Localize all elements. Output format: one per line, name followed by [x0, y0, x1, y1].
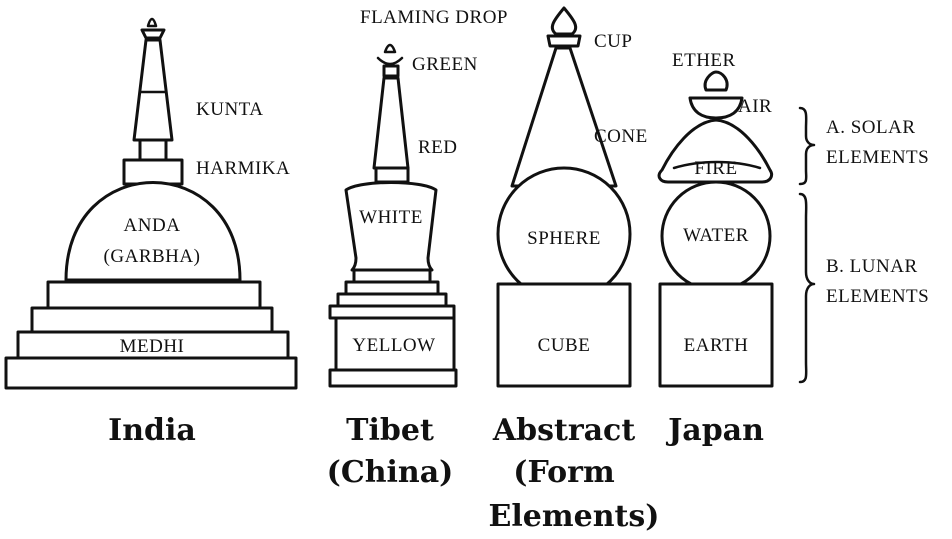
tibet-finial-base — [382, 64, 400, 78]
india-tier-4 — [4, 356, 298, 390]
tibet-label-green: GREEN — [412, 54, 478, 75]
tibet-caption-line2: (China) — [327, 455, 454, 490]
tibet-white-body — [344, 181, 438, 272]
abstract-cone-shape — [510, 46, 618, 188]
tibet-base-tier-3 — [336, 292, 448, 308]
india-anda-dome — [64, 181, 242, 282]
india-finial-flame — [146, 17, 158, 28]
tibet-base-tier-1 — [352, 268, 432, 284]
japan-air-bowl — [688, 96, 744, 120]
japan-label-fire: FIRE — [694, 158, 737, 179]
abstract-cup-shape — [546, 34, 582, 48]
india-harmika — [122, 158, 184, 186]
india-label-kunta: KUNTA — [196, 99, 263, 120]
abstract-label-sphere: SPHERE — [527, 228, 601, 249]
abstract-flaming-drop-shape — [550, 6, 578, 36]
japan-label-earth: EARTH — [684, 335, 749, 356]
lunar-brace — [798, 192, 816, 384]
tibet-base-tier-2 — [344, 280, 440, 296]
abstract-caption-line3: Elements) — [489, 499, 660, 534]
abstract-caption-line2: (Form — [513, 455, 615, 490]
india-kunta-spire — [132, 38, 174, 142]
abstract-stupa: FLAMING DROP CUP CONE SPHERE CUBE Abstra… — [360, 6, 660, 534]
japan-stupa: ETHER AIR FIRE WATER EARTH Japan — [657, 50, 774, 448]
tibet-base-tier-4 — [328, 304, 456, 320]
tibet-finial-crescent — [376, 56, 404, 66]
lunar-elements-line1: B. LUNAR — [826, 256, 918, 277]
solar-brace — [798, 106, 816, 186]
japan-label-water: WATER — [683, 225, 749, 246]
abstract-label-cube: CUBE — [538, 335, 591, 356]
lunar-elements-line2: ELEMENTS — [826, 286, 929, 307]
india-tier-2 — [30, 306, 274, 334]
india-spire-base — [138, 138, 168, 162]
india-finial-cup — [140, 28, 166, 40]
abstract-cube-shape — [496, 282, 632, 388]
abstract-label-cup: CUP — [594, 31, 632, 52]
abstract-caption-line1: Abstract — [492, 413, 636, 448]
tibet-base-plinth — [328, 368, 458, 388]
tibet-label-red: RED — [418, 137, 458, 158]
india-label-garbha: (GARBHA) — [104, 246, 201, 267]
japan-label-ether: ETHER — [672, 50, 736, 71]
tibet-label-white: WHITE — [359, 207, 423, 228]
japan-caption: Japan — [665, 413, 764, 448]
element-group-braces: A. SOLAR ELEMENTS B. LUNAR ELEMENTS — [798, 106, 929, 384]
india-label-harmika: HARMIKA — [196, 158, 290, 179]
tibet-finial-flame — [383, 43, 397, 54]
india-tier-3-medhi — [16, 330, 290, 360]
solar-elements-line2: ELEMENTS — [826, 147, 929, 168]
india-label-anda: ANDA — [124, 215, 181, 236]
india-stupa: KUNTA HARMIKA ANDA (GARBHA) MEDHI India — [4, 17, 298, 448]
tibet-stupa: GREEN RED WHITE YELLOW Tibet (China) — [327, 43, 478, 490]
india-tier-1 — [46, 280, 262, 310]
japan-earth-cube — [658, 282, 774, 388]
abstract-label-flaming-drop: FLAMING DROP — [360, 7, 508, 28]
tibet-label-yellow: YELLOW — [352, 335, 435, 356]
abstract-label-cone: CONE — [594, 126, 648, 147]
india-caption: India — [108, 413, 196, 448]
japan-label-air: AIR — [738, 96, 772, 117]
japan-ether-shape — [703, 70, 729, 92]
tibet-caption-line1: Tibet — [346, 413, 434, 448]
solar-elements-line1: A. SOLAR — [826, 117, 916, 138]
tibet-yellow-body — [334, 316, 456, 372]
india-label-medhi: MEDHI — [120, 336, 185, 357]
tibet-spire-base — [374, 166, 410, 184]
tibet-spire — [372, 76, 410, 170]
